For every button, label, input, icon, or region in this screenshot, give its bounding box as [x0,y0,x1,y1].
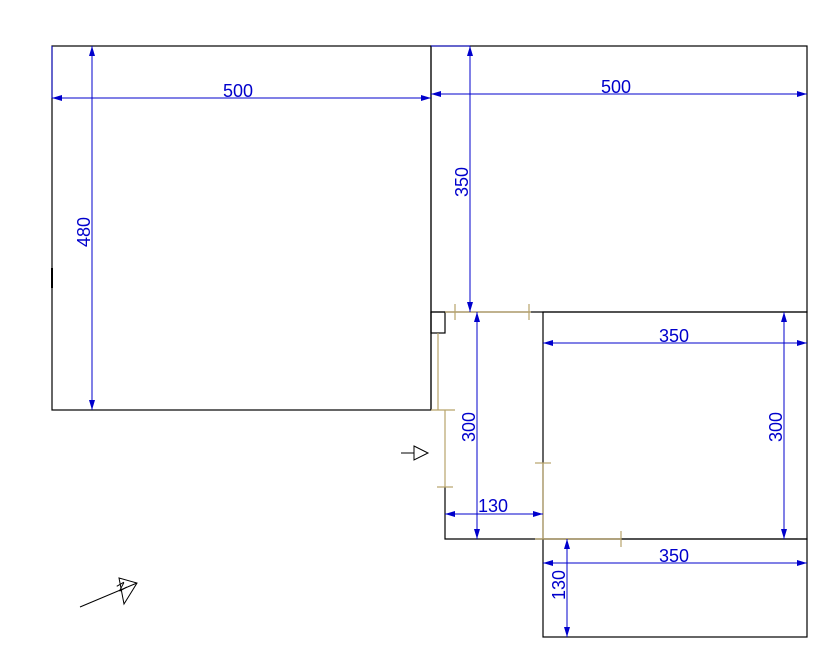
room-4 [542,538,808,638]
dim-room-4-depth: 130 [549,570,569,600]
dim-hall-depth: 300 [459,412,479,442]
dimension-labels: 500 480 500 350 300 130 350 300 350 130 [74,77,786,600]
dim-room-2-depth: 350 [452,167,472,197]
dim-hall-width: 130 [478,496,508,516]
entrance-arrow-icon [401,445,430,461]
dim-room-3-depth: 300 [766,412,786,442]
dim-room-1-width: 500 [223,81,253,101]
dim-room-2-width: 500 [601,77,631,97]
walls [51,45,808,638]
hall-bottom-wall [444,487,543,540]
dim-room-3-width: 350 [659,326,689,346]
north-arrow-icon: N [79,577,138,608]
dim-room-4-width: 350 [659,546,689,566]
wall-stub [430,311,446,334]
dimension-lines [51,45,807,637]
dim-room-1-depth: 480 [74,217,94,247]
door-openings [431,304,622,547]
